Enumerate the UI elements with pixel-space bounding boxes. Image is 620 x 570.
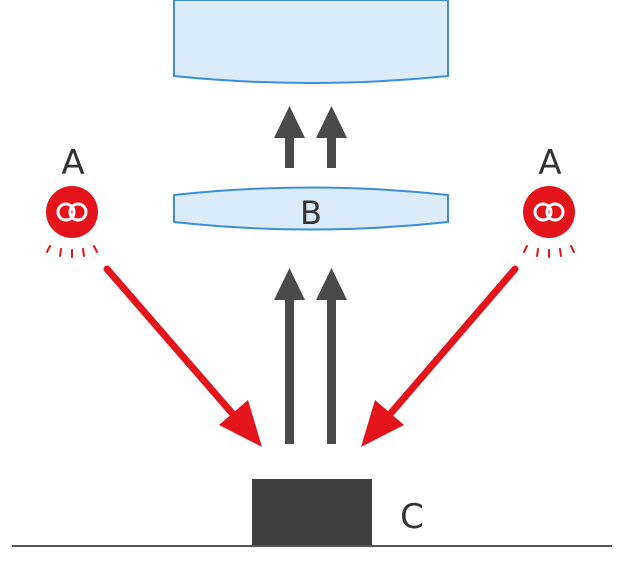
- red-arrow-right: [361, 265, 519, 447]
- light-source-label-left: A: [61, 143, 84, 183]
- camera-lens: [173, 0, 449, 84]
- upper-arrow-right: [316, 106, 347, 168]
- light-source-label-right: A: [538, 143, 561, 183]
- lens-label: B: [300, 194, 322, 232]
- upper-arrows: [274, 106, 347, 168]
- lower-arrow-right: [316, 268, 347, 444]
- red-arrow-left: [103, 265, 262, 447]
- lens-b: [173, 186, 449, 231]
- lower-arrows: [274, 268, 347, 444]
- ring-light-icon: [523, 186, 575, 258]
- object-label: C: [400, 497, 424, 537]
- upper-arrow-left: [274, 106, 305, 168]
- lower-arrow-left: [274, 268, 305, 444]
- ring-light-icon: [46, 186, 98, 258]
- object-block: [252, 479, 372, 546]
